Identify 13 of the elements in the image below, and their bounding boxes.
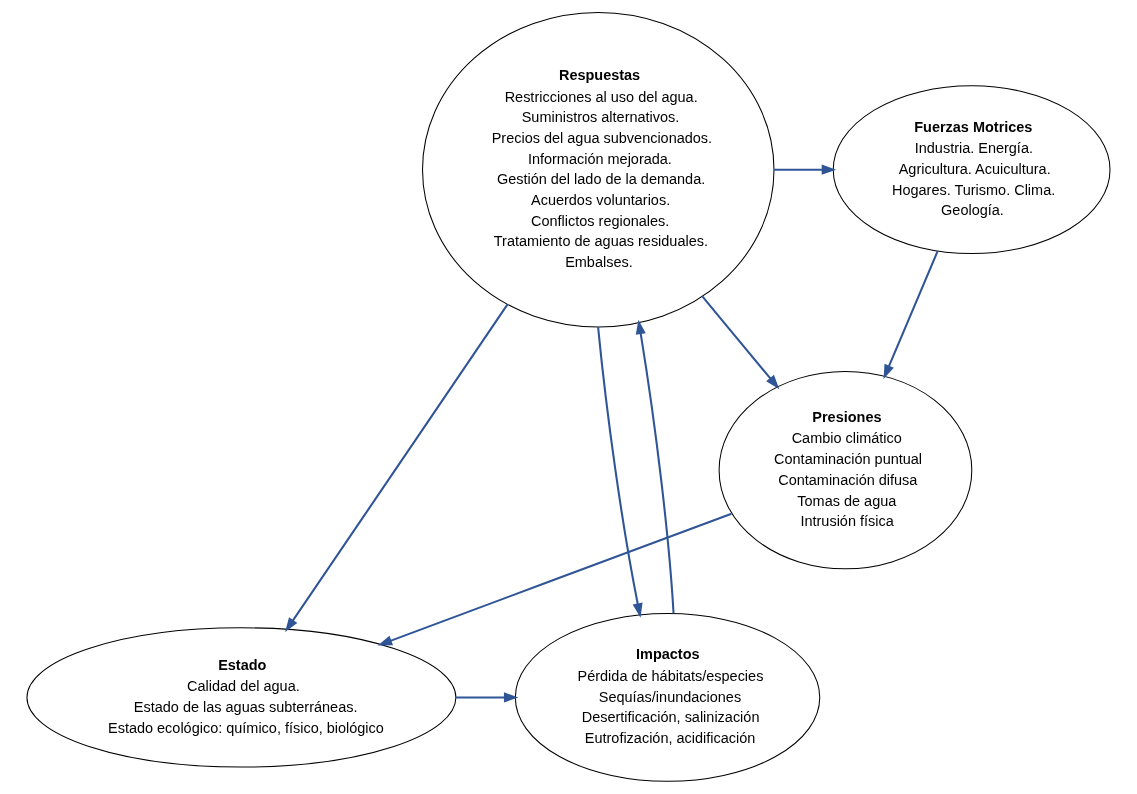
arrow: [883, 251, 939, 380]
node-ellipse: Presiones Cambio climático Contaminación puntual Contaminación difusa Tomas de agua Intrusión física: [718, 370, 973, 570]
arrow: [635, 319, 675, 614]
node-ellipse: Respuestas Restricciones al uso del agua. Suministros alternativos. Precios del agua subvencionados. Información mejorada. Gestión del lado de la demanda. Acuerdos voluntarios. Conflictos regionales. Tratamiento de aguas residuales. Embalses.: [422, 11, 775, 328]
node-ellipse: Fuerzas Motrices Industria. Energía. Agricultura. Acuicultura. Hogares. Turismo. Clima. Geología.: [832, 85, 1111, 255]
node-ellipse: Impactos Pérdida de hábitats/especies Sequías/inundaciones Desertificación, salinización Eutrofización, acidificación: [514, 613, 821, 782]
arrow: [701, 295, 780, 390]
arrow: [597, 326, 643, 618]
arrow: [455, 692, 519, 703]
arrow: [285, 303, 509, 633]
node-ellipse: Estado Calidad del agua. Estado de las aguas subterráneas. Estado ecológico: químico, físico, biológico: [26, 627, 457, 768]
arrow: [774, 164, 837, 175]
arrow: [377, 512, 732, 646]
